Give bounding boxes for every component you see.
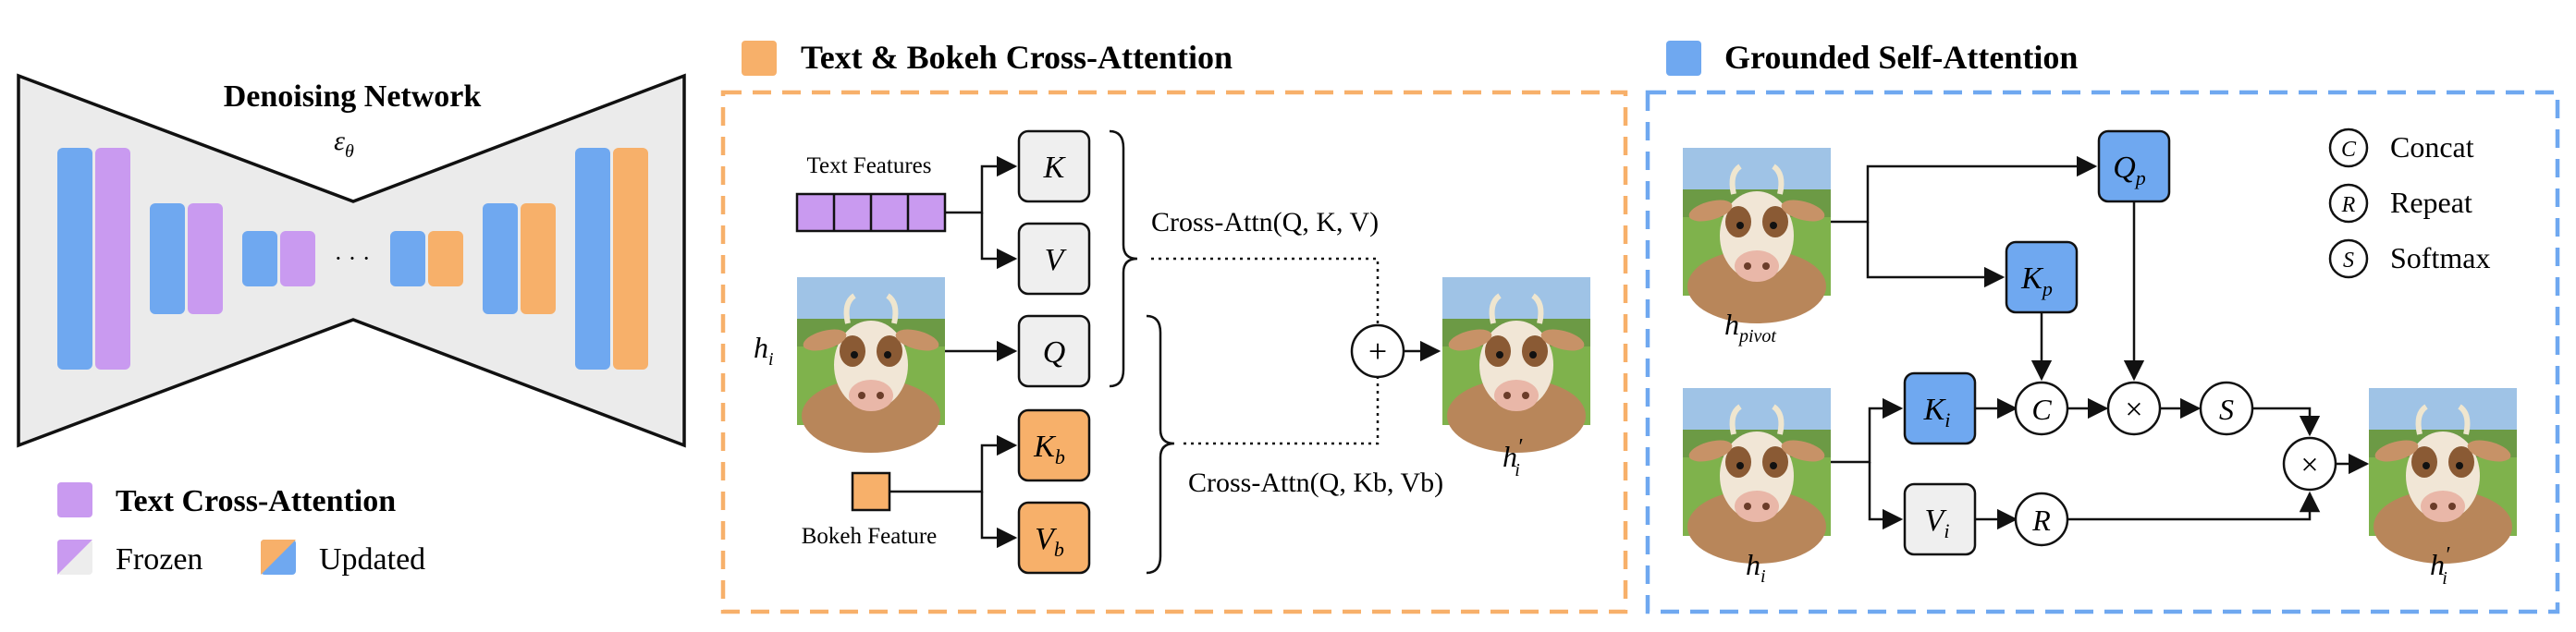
pivot-query-label: Qp bbox=[2113, 151, 2146, 189]
cross-attn-text-label: Cross-Attn(Q, K, V) bbox=[1151, 207, 1379, 237]
cross-attention-panel-border bbox=[720, 90, 1628, 614]
self-attention-panel-title: Grounded Self-Attention bbox=[1724, 39, 2078, 76]
encoder-block-2-purple bbox=[188, 203, 223, 314]
decoder-block-2-blue bbox=[483, 203, 518, 314]
dotted-line-top bbox=[1151, 257, 1380, 327]
sum-symbol: + bbox=[1368, 333, 1387, 370]
multiply-symbol-1: × bbox=[2125, 393, 2142, 427]
input-feature-label: hi bbox=[754, 331, 774, 370]
grounded-self-attention-panel: Grounded Self-Attention hpivot Qp Kp hi … bbox=[1645, 39, 2560, 614]
bokeh-feature-token bbox=[851, 471, 891, 512]
epsilon-theta: εθ bbox=[334, 126, 354, 162]
text-features-tokens bbox=[795, 192, 947, 233]
pivot-key-label: Kp bbox=[2020, 261, 2053, 300]
multiply-symbol-2: × bbox=[2300, 448, 2318, 482]
cross-attn-bokeh-label: Cross-Attn(Q, Kb, Vb) bbox=[1188, 468, 1443, 498]
query-label: Q bbox=[1043, 335, 1066, 370]
legend-frozen: Frozen bbox=[116, 542, 202, 577]
output-feature-label: h′i bbox=[1503, 435, 1523, 480]
dotted-line-bottom bbox=[1184, 373, 1380, 445]
legend-repeat-icon bbox=[2328, 183, 2369, 224]
self-attn-output-label: h′i bbox=[2430, 543, 2450, 589]
decoder-block-1-blue bbox=[390, 231, 425, 286]
decoder-block-1-orange bbox=[428, 231, 463, 286]
self-attention-panel-border bbox=[1645, 90, 2560, 614]
network-title: Denoising Network bbox=[224, 79, 482, 114]
text-bokeh-cross-attention-panel: Text & Bokeh Cross-Attention Text Featur… bbox=[720, 39, 1628, 614]
panel-title-swatch-orange bbox=[742, 41, 777, 76]
brace-qkbvb bbox=[1146, 314, 1175, 575]
decoder-block-3-orange bbox=[613, 148, 648, 370]
pivot-feature-label: hpivot bbox=[1724, 308, 1776, 346]
panel-title-swatch-blue bbox=[1666, 41, 1701, 76]
legend-softmax-icon bbox=[2328, 238, 2369, 279]
bokeh-key-label: Kb bbox=[1033, 430, 1065, 468]
bokeh-key-box bbox=[1017, 408, 1091, 482]
legend-updated: Updated bbox=[319, 542, 425, 577]
text-features-label: Text Features bbox=[806, 153, 931, 178]
bokeh-value-box bbox=[1017, 501, 1091, 575]
denoising-network-panel: Denoising Network εθ · · · Text Cross-At… bbox=[17, 73, 686, 577]
key-box bbox=[1017, 129, 1091, 203]
output-feature-image bbox=[1442, 277, 1590, 453]
bokeh-feature-label: Bokeh Feature bbox=[802, 524, 937, 549]
softmax-symbol: S bbox=[2219, 393, 2234, 426]
input-key-label: Ki bbox=[1923, 393, 1951, 431]
legend-concat-icon bbox=[2328, 128, 2369, 168]
cross-attention-panel-title: Text & Bokeh Cross-Attention bbox=[801, 39, 1233, 76]
value-box bbox=[1017, 222, 1091, 296]
ellipsis: · · · bbox=[335, 245, 371, 272]
legend-softmax-symbol: S bbox=[2343, 249, 2354, 273]
input-feature-image bbox=[797, 277, 945, 453]
decoder-block-3-blue bbox=[575, 148, 610, 370]
encoder-block-3-purple bbox=[280, 231, 315, 286]
pivot-feature-image bbox=[1683, 148, 1831, 323]
concat-symbol: C bbox=[2031, 393, 2052, 426]
legend-swatch-frozen bbox=[57, 540, 92, 575]
encoder-block-2-blue bbox=[150, 203, 185, 314]
encoder-block-1-purple bbox=[95, 148, 130, 370]
legend-concat-symbol: C bbox=[2341, 138, 2357, 162]
self-attn-input-image bbox=[1683, 388, 1831, 564]
encoder-block-1-blue bbox=[57, 148, 92, 370]
legend-text-cross-attention: Text Cross-Attention bbox=[116, 484, 396, 518]
legend-softmax-label: Softmax bbox=[2390, 241, 2490, 274]
self-attn-input-label: hi bbox=[1746, 548, 1766, 587]
decoder-block-2-orange bbox=[521, 203, 556, 314]
key-label: K bbox=[1043, 151, 1067, 185]
encoder-block-3-blue bbox=[242, 231, 277, 286]
legend-swatch-text-cross-attention bbox=[57, 482, 92, 517]
legend-swatch-updated bbox=[261, 540, 296, 575]
brace-kvq bbox=[1109, 129, 1138, 388]
self-attn-output-image bbox=[2369, 388, 2517, 564]
repeat-symbol: R bbox=[2031, 504, 2051, 537]
legend-concat-label: Concat bbox=[2390, 130, 2474, 164]
legend-repeat-label: Repeat bbox=[2390, 186, 2472, 219]
query-box bbox=[1017, 314, 1091, 388]
legend-repeat-symbol: R bbox=[2341, 193, 2356, 217]
hourglass-shape bbox=[17, 73, 686, 448]
